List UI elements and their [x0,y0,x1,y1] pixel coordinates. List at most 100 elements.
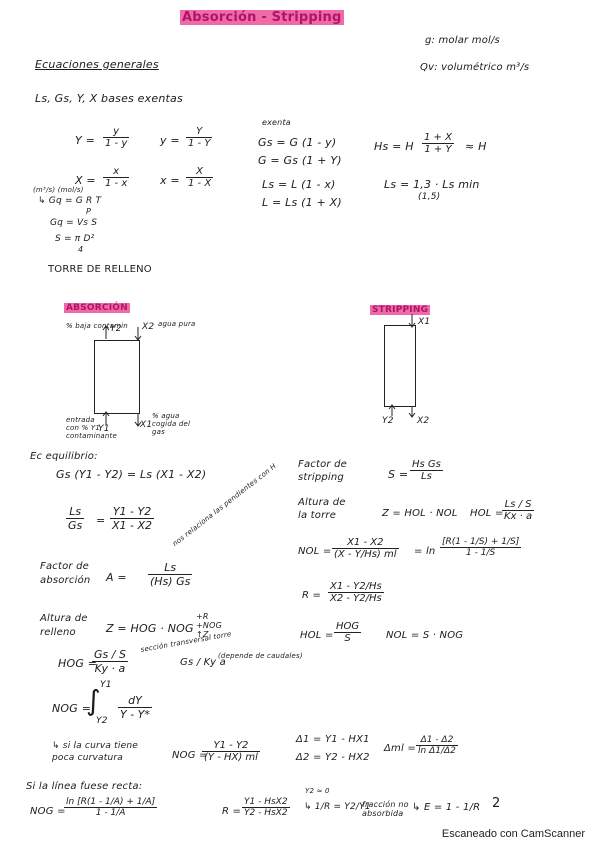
nog-lower: Y2 [96,716,108,726]
absorcion-X2: X2 [142,322,155,332]
recta-r-lhs: R = [222,806,242,817]
altura-relleno-label: Altura de relleno [40,613,88,638]
hol2-lhs: HOL = [300,630,334,641]
factor-absorcion-label: Factor de absorción [40,561,91,586]
nog-upper: Y1 [100,680,112,690]
altura-relleno-eq: Z = HOG · NOG [106,622,194,635]
stripping-arrows [388,314,416,418]
absorcion-arrows [102,325,142,427]
nol2-eq: NOL = S · NOG [386,630,464,641]
absorcion-top-right-note: agua pura [158,320,196,328]
absorcion-top-left-note: % baja contamin [66,322,128,330]
delta-1: Δ1 = Y1 - HX1 [296,734,370,745]
hog-right: Gs / Ky a [180,657,226,668]
torre-title: TORRE DE RELLENO [48,264,152,275]
units-volumetric: Qv: volumétrico m³/s [420,62,530,73]
Y-eq-lhs: Y = [75,134,96,147]
absorcion-Y2: Y2 [110,324,122,334]
hs-eq-lhs: Hs = H [374,140,414,153]
side-note-gq: ↳ Gq = G R T [38,196,102,206]
absorcion-bottom-right-note: % agua cogida del gas [152,412,191,436]
absorcion-tower [94,340,140,414]
delta-2: Δ2 = Y2 - HX2 [296,752,370,763]
factor-A-frac: Ls(Hs) Gs [148,561,193,588]
hol-lhs: HOL = [470,508,504,519]
right-r-lhs: R = [302,590,322,601]
absorcion-label: ABSORCIÓN [64,303,130,313]
exenta-note: exenta [262,118,291,127]
stripping-label: STRIPPING [370,305,431,315]
stripping-X2: X2 [417,416,430,426]
nog-integral: ∫ [86,684,101,717]
altura-torre-eq: Z = HOL · NOL [382,508,458,519]
curvatura-nog-lhs: NOG = [172,750,208,761]
factor-A-lhs: A = [106,571,127,584]
recta-frac: ln [R(1 - 1/A) + 1/A]1 - 1/A [64,797,158,818]
X-eq-lhs: X = [75,174,96,187]
nol-eq: = ln [414,546,436,557]
stripping-Y2: Y2 [382,416,394,426]
recta-r-arrow: ↳ 1/R = Y2/Y1 [304,802,371,812]
gs-balance: Gs (Y1 - Y2) = Ls (X1 - X2) [56,468,207,481]
factor-stripping-label: Factor de stripping [298,459,348,483]
scanner-watermark: Escaneado con CamScanner [441,828,585,840]
dml-lhs: Δml = [384,743,416,754]
nol-lhs: NOL = [298,546,332,557]
nol-frac: X1 - X2(X - Y/Hs) ml [332,537,399,560]
hog-lhs: HOG = [58,657,98,670]
side-note-units: (m³/s) (mol/s) [33,186,84,194]
gs-eq-1: Gs = G (1 - y) [258,136,337,149]
stripping-tower [384,325,416,407]
recta-r-note: Y2 ≈ 0 [305,787,330,795]
side-note-area-den: 4 [78,245,84,254]
y-eq-lhs: y = [160,134,180,147]
fraccion-note: fracción no absorbida [362,800,409,818]
general-equations-heading: Ecuaciones generales [35,58,159,71]
absorcion-bottom-left-note: entrada con % Y1 contaminante [66,416,117,440]
absorcion-X1: X1 [140,420,153,430]
gs-eq-2: G = Gs (1 + Y) [258,154,342,167]
curvatura-note: ↳ si la curva tiene poca curvatura [52,741,138,763]
hog-right-note: (depende de caudales) [218,652,303,660]
ls-eq-2: L = Ls (1 + X) [262,196,342,209]
recta-nog-lhs: NOG = [30,806,66,817]
altura-torre-label: Altura de la torre [298,497,346,521]
ls-min-eq: Ls = 1,3 · Ls min [384,178,480,191]
ls-eq-1: Ls = L (1 - x) [262,178,336,191]
nog-lhs: NOG = [52,702,92,715]
altura-relleno-note: +R +NOG ↑Z [196,612,222,639]
nol-rhs-frac: [R(1 - 1/S) + 1/S]1 - 1/S [440,537,522,558]
side-note-gq-den: P [86,207,92,216]
equilibrio-label: Ec equilibrio: [30,451,98,462]
ratio-equals: = [96,514,106,527]
side-note-gq2: Gq = Vs S [50,218,98,228]
stripping-X1: X1 [418,317,431,327]
units-molar: g: molar mol/s [425,35,500,46]
item-number: 2 [492,796,501,811]
curvatura-frac: Y1 - Y2(Y - HX) ml [202,740,260,763]
absorcion-Y1: Y1 [98,424,110,434]
hs-approx: ≈ H [465,140,487,153]
page-title: Absorción - Stripping [180,10,344,25]
factor-S-lhs: S = [388,468,409,481]
base-note: Ls, Gs, Y, X bases exentas [35,92,183,105]
x-eq-lhs: x = [160,174,180,187]
efficiency-eq: ↳ E = 1 - 1/R [412,802,481,813]
recta-note: Si la línea fuese recta: [26,781,143,792]
side-note-area: S = π D² [55,234,95,244]
